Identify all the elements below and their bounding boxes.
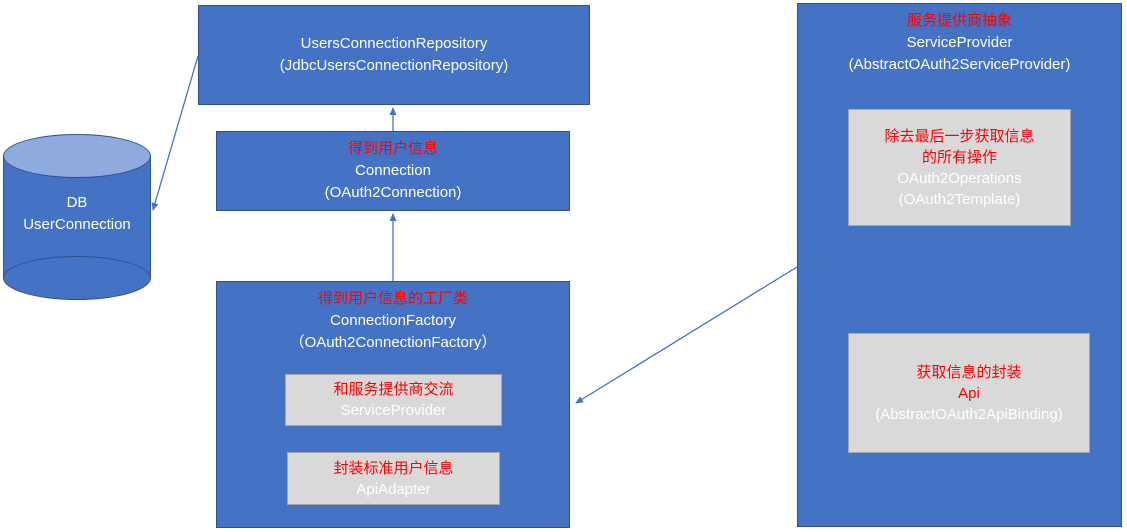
db-table-name: UserConnection xyxy=(23,216,131,233)
api-title: Api xyxy=(958,384,980,402)
oauth2-operations-subtitle: (OAuth2Template) xyxy=(898,190,1021,208)
connection-factory-note: 得到用户信息的工厂类 xyxy=(317,290,468,307)
connection-title: Connection xyxy=(355,162,431,179)
oauth2-operations-note-line2: 的所有操作 xyxy=(921,148,997,166)
service-provider-member-note: 和服务提供商交流 xyxy=(333,381,454,398)
arrow-serviceprovider-to-factory xyxy=(575,266,798,404)
api-adapter-note: 封装标准用户信息 xyxy=(333,459,454,477)
service-provider-note: 服务提供商抽象 xyxy=(906,12,1012,29)
service-provider-subtitle: (AbstractOAuth2ServiceProvider) xyxy=(848,56,1071,73)
arrow-repository-to-db xyxy=(151,55,199,211)
api-note: 获取信息的封装 xyxy=(916,363,1022,381)
users-connection-repository-box: UsersConnectionRepository (JdbcUsersConn… xyxy=(198,5,590,105)
db-name: DB xyxy=(66,194,88,211)
oauth2-operations-title: OAuth2Operations xyxy=(897,169,1022,187)
service-provider-member-box: 和服务提供商交流 ServiceProvider xyxy=(285,374,502,426)
db-cylinder-top xyxy=(3,134,151,178)
api-adapter-title: ApiAdapter xyxy=(356,480,431,498)
service-provider-title: ServiceProvider xyxy=(906,34,1013,51)
db-cylinder: DB UserConnection xyxy=(3,134,151,300)
repository-subtitle: (JdbcUsersConnectionRepository) xyxy=(279,57,509,74)
connection-subtitle: (OAuth2Connection) xyxy=(324,184,462,201)
api-adapter-box: 封装标准用户信息 ApiAdapter xyxy=(287,452,500,505)
db-cylinder-bottom xyxy=(3,256,151,300)
api-subtitle: (AbstractOAuth2ApiBinding) xyxy=(875,405,1063,423)
connection-factory-subtitle: （OAuth2ConnectionFactory） xyxy=(289,334,497,351)
repository-title: UsersConnectionRepository xyxy=(300,35,488,52)
oauth2-operations-box: 除去最后一步获取信息 的所有操作 OAuth2Operations (OAuth… xyxy=(848,109,1071,226)
oauth2-operations-note-line1: 除去最后一步获取信息 xyxy=(884,127,1035,145)
connection-note: 得到用户信息 xyxy=(347,140,438,157)
api-box: 获取信息的封装 Api (AbstractOAuth2ApiBinding) xyxy=(848,333,1090,453)
service-provider-member-title: ServiceProvider xyxy=(340,402,447,419)
connection-factory-title: ConnectionFactory xyxy=(330,312,456,329)
db-label: DB UserConnection xyxy=(3,192,151,236)
connection-box: 得到用户信息 Connection (OAuth2Connection) xyxy=(216,131,570,211)
